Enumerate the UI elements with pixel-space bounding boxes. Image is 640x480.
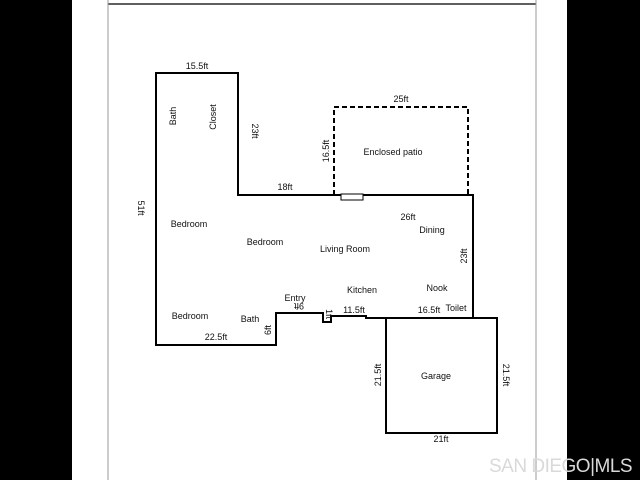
- room-closet: Closet: [208, 104, 218, 130]
- dim-dining-span: 26ft: [400, 212, 416, 222]
- dim-patio-top: 25ft: [393, 94, 409, 104]
- room-enclosed-patio: Enclosed patio: [363, 147, 422, 157]
- dim-right-side: 23ft: [459, 248, 469, 264]
- room-bath-bottom: Bath: [241, 314, 260, 324]
- room-bedroom-center: Bedroom: [247, 237, 284, 247]
- enclosed-patio-outline: [333, 106, 469, 195]
- dim-garage-left: 21.5ft: [373, 363, 383, 386]
- window-marker: [340, 193, 364, 201]
- room-entry: Entry: [284, 293, 306, 303]
- dim-garage-bottom: 21ft: [433, 434, 449, 444]
- room-kitchen: Kitchen: [347, 285, 377, 295]
- dim-entry-width: 9ft: [294, 301, 305, 311]
- dim-left-side: 51ft: [136, 200, 146, 216]
- room-bath-top: Bath: [168, 107, 178, 126]
- mls-watermark: SAN DIEGO|MLS: [489, 456, 633, 477]
- dim-patio-side: 16.5ft: [321, 139, 331, 162]
- room-bedroom-left: Bedroom: [171, 219, 208, 229]
- room-living-room: Living Room: [320, 244, 370, 254]
- room-garage: Garage: [421, 371, 451, 381]
- room-nook: Nook: [426, 283, 448, 293]
- room-toilet: Toilet: [445, 303, 467, 313]
- dim-garage-right: 21.5ft: [501, 364, 511, 387]
- room-bedroom-bottom: Bedroom: [172, 311, 209, 321]
- dim-toilet-span: 16.5ft: [418, 305, 441, 315]
- dim-main-top: 18ft: [277, 182, 293, 192]
- dim-bath-notch: 6ft: [263, 325, 273, 336]
- house-outline: [155, 72, 474, 346]
- dim-left-wing-inner: 23ft: [250, 123, 260, 139]
- room-dining: Dining: [419, 225, 445, 235]
- dim-left-wing-top: 15.5ft: [186, 61, 209, 71]
- dim-kitchen-bottom: 11.5ft: [343, 305, 365, 315]
- floor-plan-sheet: [72, 0, 567, 480]
- dim-entry-small: 1ft: [324, 309, 334, 320]
- dim-bottom-left: 22.5ft: [205, 332, 228, 342]
- garage-outline: [385, 317, 498, 434]
